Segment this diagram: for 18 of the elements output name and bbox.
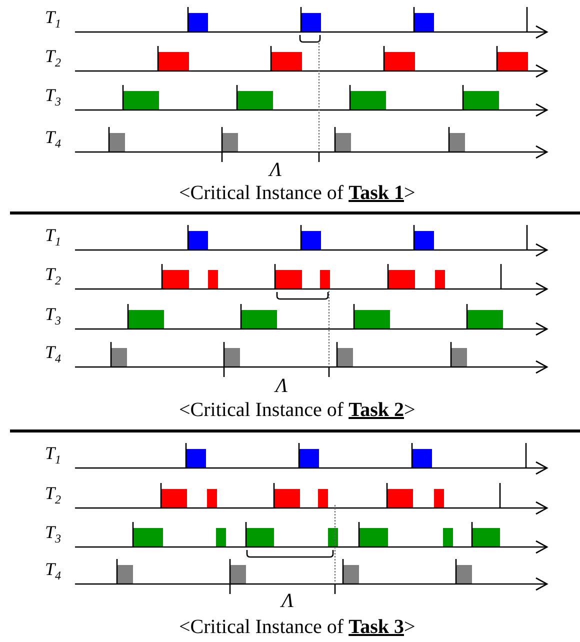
task-label: T$_{4}$ — [45, 128, 62, 150]
task-label: T$_{1}$ — [45, 444, 62, 466]
caption: <Critical Instance of Task 2> — [179, 400, 416, 420]
task-label: T$_{2}$ — [45, 47, 62, 69]
task-label: T$_{4}$ — [45, 343, 62, 365]
task-label: T$_{2}$ — [45, 265, 62, 287]
task-label: T$_{3}$ — [45, 86, 62, 108]
interval-label: Λ — [276, 376, 288, 396]
caption: <Critical Instance of Task 3> — [179, 617, 416, 637]
interval-label: Λ — [282, 591, 294, 611]
task-label: T$_{2}$ — [45, 484, 62, 506]
task-label: T$_{4}$ — [45, 560, 62, 582]
task-label: T$_{3}$ — [45, 523, 62, 545]
task-label: T$_{1}$ — [45, 226, 62, 248]
caption: <Critical Instance of Task 1> — [179, 183, 416, 203]
task-label: T$_{3}$ — [45, 305, 62, 327]
task-label: T$_{1}$ — [45, 8, 62, 30]
interval-label: Λ — [270, 160, 282, 180]
